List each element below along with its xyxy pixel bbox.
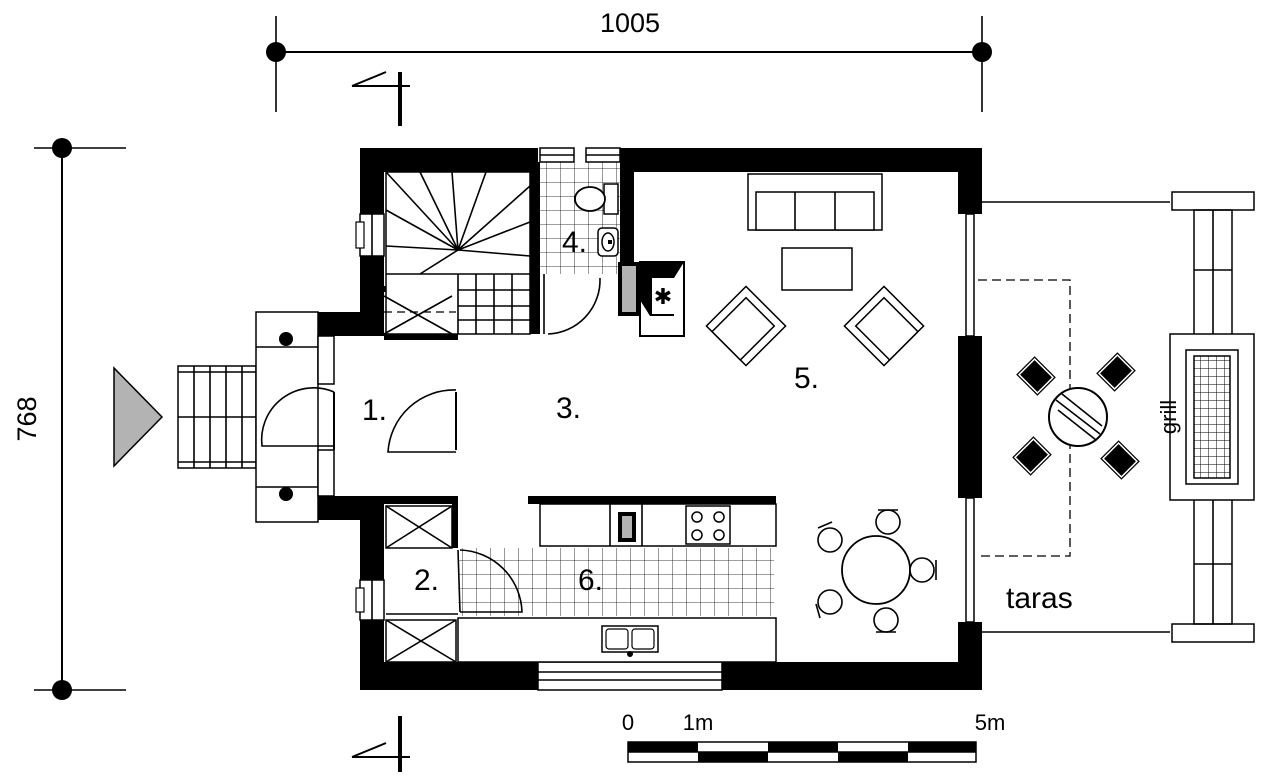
scale-label-1m: 1m bbox=[683, 710, 714, 735]
fire-icon: ✱ bbox=[654, 284, 672, 309]
scale-label-5m: 5m bbox=[975, 710, 1006, 735]
kitchen-counter-bottom bbox=[457, 617, 777, 663]
armchair-icon bbox=[843, 285, 925, 367]
entrance-steps bbox=[177, 365, 257, 469]
closets bbox=[385, 505, 458, 663]
entrance-arrow-icon bbox=[113, 366, 164, 468]
dining-chair-icon bbox=[873, 607, 899, 633]
room-label-kitchen: 6. bbox=[578, 564, 603, 597]
width-dimension-label: 1005 bbox=[600, 8, 660, 38]
terrace-chair-icon bbox=[1096, 352, 1136, 392]
room-label-storage: 2. bbox=[414, 564, 439, 597]
porch-column-icon bbox=[279, 487, 293, 501]
grill-label: grill bbox=[1156, 400, 1181, 434]
cooktop-icon bbox=[685, 505, 731, 545]
kitchen-tile-floor bbox=[458, 548, 774, 616]
dining-chair-icon bbox=[815, 589, 843, 619]
sofa-icon bbox=[747, 173, 883, 231]
porch bbox=[255, 311, 319, 523]
terrace-chair-icon bbox=[1016, 356, 1056, 396]
dimension-width: 1005 bbox=[266, 8, 992, 112]
porch-column-icon bbox=[279, 332, 293, 346]
terrace-chair-icon bbox=[1012, 436, 1052, 476]
room-label-hall: 3. bbox=[556, 392, 581, 425]
section-marker-bottom bbox=[351, 716, 410, 772]
kitchen-counter-top bbox=[539, 503, 777, 547]
dining-chair-icon bbox=[875, 509, 901, 535]
windows bbox=[317, 147, 975, 691]
dining-chair-icon bbox=[909, 557, 937, 583]
dining-set bbox=[815, 509, 937, 633]
terrace: taras grill bbox=[978, 191, 1255, 643]
dimension-height: 768 bbox=[12, 138, 126, 700]
coffee-table-icon bbox=[781, 247, 853, 291]
scale-label-0: 0 bbox=[622, 710, 634, 735]
staircase bbox=[383, 171, 531, 335]
scale-bar: 0 1m 5m bbox=[622, 710, 1006, 763]
wc-fixtures bbox=[574, 183, 619, 257]
doors bbox=[260, 274, 601, 613]
room-label-living: 5. bbox=[794, 362, 819, 395]
armchair-icon bbox=[705, 285, 787, 367]
section-marker-top bbox=[351, 71, 410, 126]
dining-table-icon bbox=[841, 535, 911, 605]
terrace-chair-icon bbox=[1100, 440, 1140, 480]
height-dimension-label: 768 bbox=[12, 396, 42, 441]
toilet-icon bbox=[574, 186, 606, 212]
sink-icon bbox=[601, 625, 659, 657]
room-label-wc: 4. bbox=[562, 226, 587, 259]
grill-grate bbox=[1193, 355, 1231, 479]
terrace-label: taras bbox=[1006, 582, 1073, 615]
fireplace: ✱ bbox=[618, 261, 685, 337]
dining-chair-icon bbox=[817, 521, 843, 553]
room-label-entry: 1. bbox=[362, 394, 387, 427]
walls bbox=[318, 148, 982, 690]
